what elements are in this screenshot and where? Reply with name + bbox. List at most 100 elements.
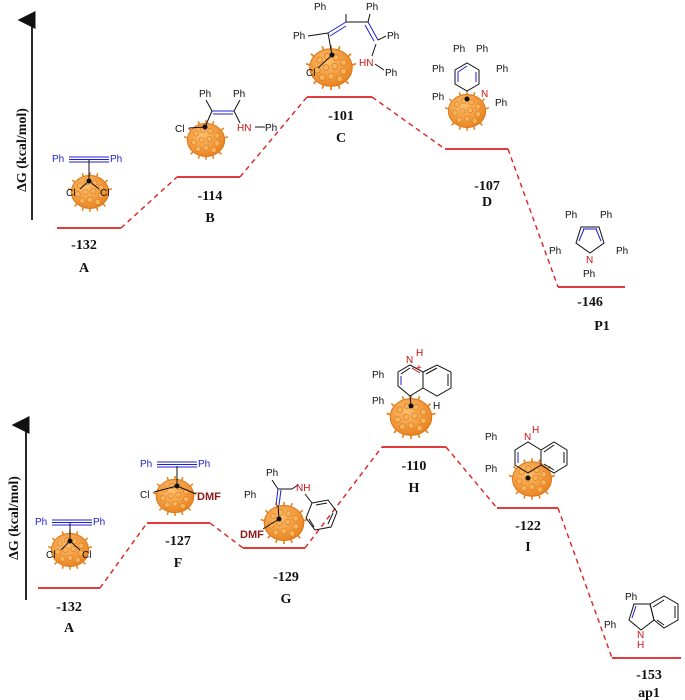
ph-label: Ph [432,92,444,103]
value-B: -114 [198,189,223,204]
y-axis-bottom: ΔG (kcal/mol) [7,416,30,600]
ph-label: Ph [495,98,507,109]
h-label: H [416,348,423,359]
ph-label: Ph [366,2,378,13]
structure-F: Ph Ph Cl DMF [140,459,221,516]
profile-bottom [38,446,681,659]
n-label: N [406,355,413,366]
ph-label: Ph [372,396,384,407]
connector-A-F [99,522,148,589]
cl-label: Cl [100,188,109,199]
ph-label: Ph [485,432,497,443]
connector-H-I [445,446,498,509]
ph-label: Ph [244,490,256,501]
structure-B: Ph Ph Cl HN Ph [175,89,277,160]
n-label: N [524,432,531,443]
label-C: C [336,131,346,146]
dmf-label: DMF [197,491,221,503]
value-A-top: -132 [71,238,97,253]
structure-C: Ph Ph Ph Ph Cl HN Ph [293,2,399,90]
connector-F-G [209,522,244,549]
ph-label: Ph [93,517,105,528]
value-G: -129 [273,570,299,585]
label-D: D [482,195,492,210]
h-label: H [637,640,644,651]
connector-D-P1 [507,148,559,288]
ph-label: Ph [35,517,47,528]
ph-label: Ph [266,468,278,479]
ph-label: Ph [52,154,64,165]
value-I: -122 [515,519,541,534]
ph-label: Ph [199,89,211,100]
h-label: H [532,425,539,436]
hn-label: HN [237,123,251,134]
ph-label: Ph [314,2,326,13]
ph-label: Ph [387,31,399,42]
hn-label: HN [359,58,373,69]
plus-label: + [416,363,422,374]
label-I: I [525,540,530,555]
y-axis-label-bottom: ΔG (kcal/mol) [7,476,22,560]
nh-label: NH [296,483,310,494]
cl-label: Cl [306,68,315,79]
y-axis-label-top: ΔG (kcal/mol) [15,108,30,192]
label-F: F [174,556,183,571]
cl-label: Cl [175,124,184,135]
value-P1: -146 [577,295,603,310]
value-C: -101 [328,109,354,124]
cl-label: Cl [46,550,55,561]
label-G: G [281,592,292,607]
y-axis-top: ΔG (kcal/mol) [15,11,36,220]
ph-label: Ph [485,464,497,475]
value-D: -107 [474,179,500,194]
value-F: -127 [165,534,191,549]
cl-label: Cl [82,550,91,561]
structure-I: N H Ph Ph [485,425,568,500]
structure-A-bottom: Ph Ph Cl Cl [35,517,105,570]
structure-ap1: Ph Ph N H [604,592,679,651]
label-A-top: A [79,261,90,276]
h-label: H [433,401,440,412]
structure-D: Ph Ph Ph Ph Ph N Ph [432,44,508,132]
ph-label: Ph [616,246,628,257]
structure-G: Ph Ph DMF NH [240,468,338,544]
label-B: B [205,211,214,226]
ph-label: Ph [265,123,277,134]
label-P1: P1 [594,319,610,334]
structure-P1: Ph Ph Ph Ph N Ph [549,210,628,280]
ph-label: Ph [293,31,305,42]
connector-B-C [239,96,308,178]
label-H: H [409,481,420,496]
ph-label: Ph [233,89,245,100]
ph-label: Ph [565,210,577,221]
ph-label: Ph [385,68,397,79]
cl-label: Cl [66,188,75,199]
dmf-label: DMF [240,529,264,541]
connector-G-H [304,446,383,549]
value-ap1: -153 [636,668,662,683]
structure-A-top: Ph Ph Cl Cl [52,154,122,212]
label-A-bottom: A [64,621,75,636]
n-label: N [637,630,644,641]
ph-label: Ph [140,459,152,470]
connector-I-ap1 [557,507,613,659]
ph-label: Ph [625,592,637,603]
ph-label: Ph [496,64,508,75]
ph-label: Ph [372,370,384,381]
ph-label: Ph [476,44,488,55]
value-A-bottom: -132 [56,600,82,615]
label-ap1: ap1 [638,686,660,700]
ph-label: Ph [604,620,616,631]
ph-label: Ph [432,64,444,75]
profile-top [57,96,625,288]
cl-label: Cl [140,490,149,501]
structure-H: N H + Ph Ph H [372,348,452,439]
value-H: -110 [402,459,427,474]
ph-label: Ph [583,269,595,280]
ph-label: Ph [549,246,561,257]
ph-label: Ph [110,154,122,165]
connector-A-B [120,176,178,229]
n-label: N [586,255,593,266]
n-label: N [481,89,488,100]
